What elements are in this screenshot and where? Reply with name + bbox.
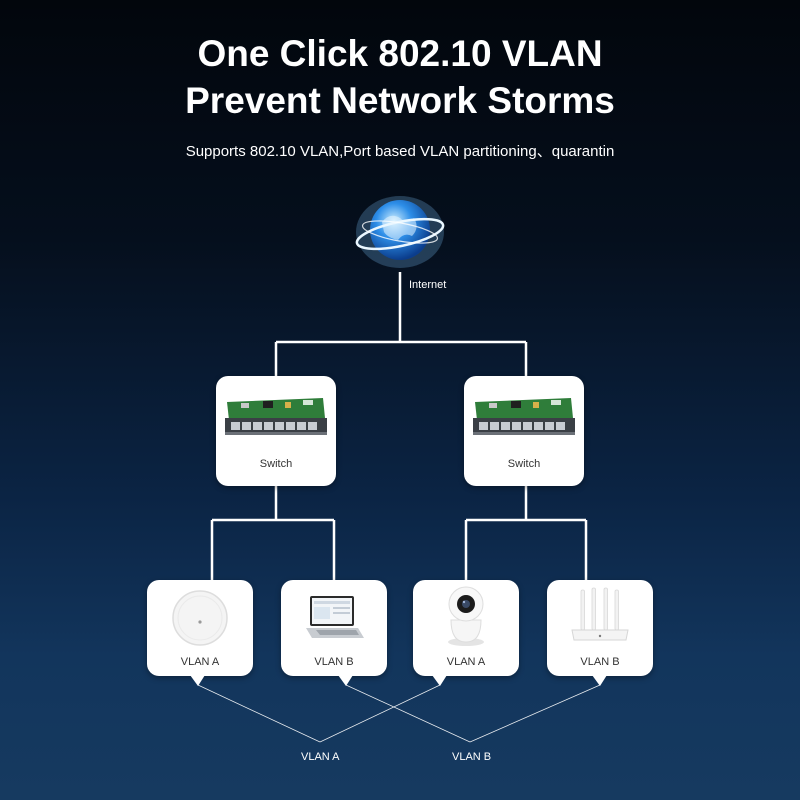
switch-card-right[interactable]: Switch	[464, 376, 584, 486]
device-card-camera[interactable]: VLAN A	[413, 580, 519, 676]
vlan-b-line-2	[469, 684, 601, 743]
network-switch-icon	[473, 398, 575, 435]
vlan-group-b-label: VLAN B	[452, 751, 492, 763]
device-label: VLAN A	[180, 656, 220, 668]
switch-label: Switch	[507, 458, 541, 470]
title-line-2: Prevent Network Storms	[185, 80, 615, 121]
device-card-router[interactable]: VLAN B	[547, 580, 653, 676]
internet-label: Internet	[409, 279, 447, 291]
laptop-icon	[306, 596, 364, 638]
subtitle: Supports 802.10 VLAN,Port based VLAN par…	[185, 143, 615, 160]
vlan-a-line-1	[197, 684, 321, 743]
vlan-group-a-label: VLAN A	[301, 751, 340, 763]
ceiling-access-point-icon	[172, 590, 228, 646]
security-camera-icon	[448, 586, 484, 646]
globe-icon	[355, 196, 445, 268]
switch-card-left[interactable]: Switch	[216, 376, 336, 486]
device-card-laptop[interactable]: VLAN B	[281, 580, 387, 676]
pointer-device-4	[592, 675, 607, 686]
vlan-b-line-1	[345, 684, 471, 743]
network-switch-icon	[225, 398, 327, 435]
switch-label: Switch	[259, 458, 293, 470]
device-card-access-point[interactable]: VLAN A	[147, 580, 253, 676]
device-label: VLAN B	[580, 656, 620, 668]
pointer-device-3	[432, 675, 447, 686]
pointer-device-2	[338, 675, 353, 686]
wireless-router-icon	[571, 587, 629, 641]
device-label: VLAN B	[314, 656, 354, 668]
title-line-1: One Click 802.10 VLAN	[197, 33, 603, 74]
pointer-device-1	[190, 675, 205, 686]
vlan-a-line-2	[319, 684, 441, 743]
device-label: VLAN A	[446, 656, 486, 668]
